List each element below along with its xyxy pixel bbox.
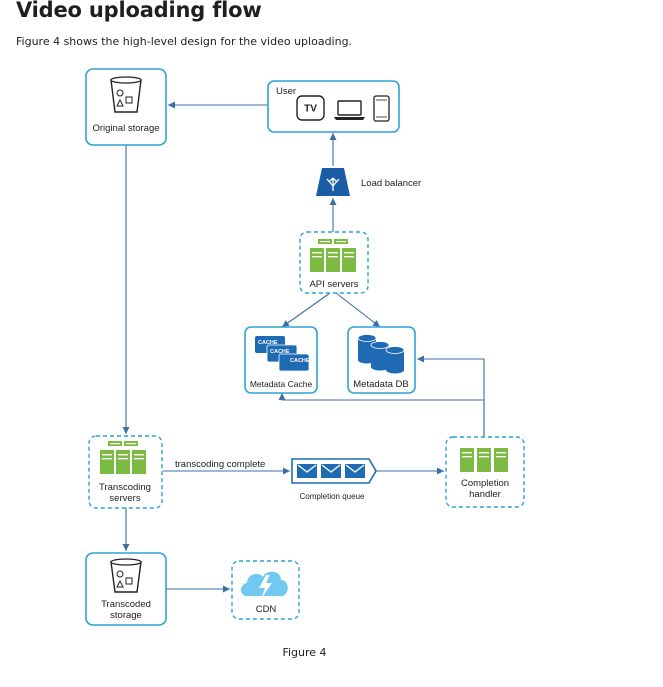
transcoded-storage-node: Transcoded storage	[85, 552, 167, 626]
transcoding-servers-label-line2: servers	[109, 493, 140, 504]
storage-bucket-icon	[110, 76, 142, 113]
tv-text: TV	[304, 104, 317, 115]
transcoded-storage-label-line1: Transcoded	[101, 599, 151, 610]
figure-caption: Figure 4	[282, 646, 327, 659]
intro-text: Figure 4 shows the high-level design for…	[16, 35, 353, 48]
cdn-node: CDN	[231, 560, 300, 620]
api-servers-label: API servers	[309, 279, 358, 290]
completion-handler-node: Completion handler	[445, 436, 525, 508]
metadata-cache-label: Metadata Cache	[250, 379, 313, 389]
edge-handler-to-metadata-cache	[278, 393, 485, 437]
completion-handler-label-line2: handler	[469, 489, 501, 500]
envelope-icon	[297, 464, 365, 478]
cdn-label: CDN	[256, 604, 277, 615]
completion-handler-label-line1: Completion	[461, 478, 509, 489]
user-node: User TV	[267, 80, 400, 133]
original-storage-node: Original storage	[85, 68, 167, 146]
metadata-db-node: Metadata DB	[347, 326, 416, 394]
tv-icon: TV	[296, 95, 325, 121]
user-label: User	[276, 86, 296, 97]
load-balancer-node: Load balancer	[316, 168, 421, 196]
metadata-db-label: Metadata DB	[353, 379, 408, 390]
edge-api-to-metadata-db	[335, 292, 381, 328]
edge-label-transcoding-complete: transcoding complete	[175, 459, 265, 470]
metadata-cache-node: CACHE CACHE CACHE Metadata Cache	[244, 326, 318, 394]
database-icon	[357, 334, 405, 374]
transcoding-servers-node: Transcoding servers	[88, 435, 163, 509]
svg-text:CACHE: CACHE	[258, 340, 278, 346]
cache-icon: CACHE CACHE CACHE	[255, 336, 310, 372]
api-servers-node: API servers	[299, 231, 369, 294]
cloud-lightning-icon	[241, 571, 288, 599]
completion-queue-label: Completion queue	[300, 492, 365, 501]
svg-text:CACHE: CACHE	[270, 349, 290, 355]
transcoded-storage-label-line2: storage	[110, 610, 142, 621]
phone-icon	[373, 95, 390, 122]
completion-queue-node: Completion queue	[291, 458, 377, 501]
edge-api-to-metadata-cache	[281, 292, 331, 328]
storage-bucket-icon	[110, 558, 142, 593]
edge-handler-to-metadata-db	[417, 355, 485, 437]
svg-text:CACHE: CACHE	[290, 358, 310, 364]
laptop-icon	[334, 100, 365, 120]
page-title: Video uploading flow	[16, 0, 262, 22]
original-storage-label: Original storage	[92, 123, 159, 134]
load-balancer-label: Load balancer	[361, 178, 421, 189]
server-icon	[460, 448, 508, 472]
transcoding-servers-label-line1: Transcoding	[99, 482, 151, 493]
